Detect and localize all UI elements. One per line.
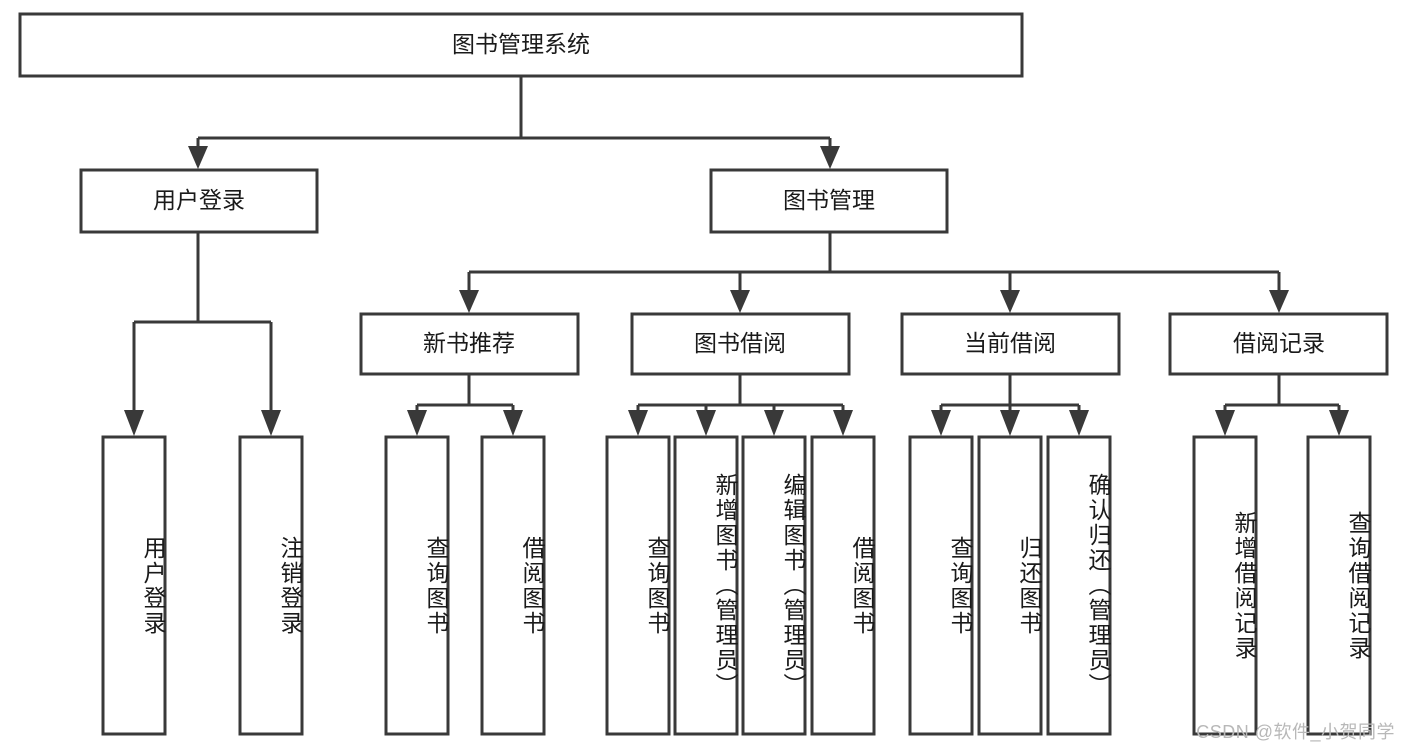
- arrow-head-leaf-bookborrow-1: [628, 410, 648, 436]
- arrow-head-current-borrow: [1000, 290, 1020, 313]
- node-box-layer: [18, 12, 1389, 736]
- arrow-head-leaf-borrowrecord-2: [1329, 410, 1349, 436]
- arrow-head-leaf-newbook-2: [503, 410, 523, 436]
- arrow-head-leaf-user-login-1: [124, 410, 144, 436]
- node-current-borrow-label: 当前借阅: [964, 330, 1056, 356]
- arrow-head-book-borrow: [730, 290, 750, 313]
- arrow-head-leaf-bookborrow-3: [764, 410, 784, 436]
- leaf-bookborrow-edit-book[interactable]: [741, 435, 807, 736]
- node-book-borrow-label: 图书借阅: [694, 330, 786, 356]
- leaf-newbook-query-book[interactable]: [384, 435, 450, 736]
- arrow-head-leaf-borrowrecord-1: [1215, 410, 1235, 436]
- arrow-head-leaf-currentborrow-3: [1069, 410, 1089, 436]
- csdn-watermark: CSDN @软件_小贺同学: [1196, 722, 1395, 742]
- leaf-borrowrecord-query-record[interactable]: [1306, 435, 1372, 736]
- node-user-login[interactable]: [79, 168, 319, 234]
- arrow-head-book-manage: [820, 146, 840, 169]
- node-root-system-label: 图书管理系统: [452, 31, 590, 57]
- arrow-head-leaf-user-login-2: [261, 410, 281, 436]
- node-borrow-record[interactable]: [1168, 312, 1389, 376]
- leaf-borrowrecord-add-record[interactable]: [1192, 435, 1258, 736]
- node-root-system[interactable]: [18, 12, 1024, 78]
- node-user-login-label: 用户登录: [153, 187, 245, 213]
- node-label-layer: 图书管理系统 用户登录 图书管理 新书推荐 图书借阅 当前借阅 借阅记录: [153, 31, 1325, 356]
- node-new-book-recommend-label: 新书推荐: [423, 330, 515, 356]
- leaf-user-login-logout[interactable]: [238, 435, 304, 736]
- leaf-newbook-borrow-book[interactable]: [480, 435, 546, 736]
- node-current-borrow[interactable]: [900, 312, 1121, 376]
- node-book-manage[interactable]: [709, 168, 949, 234]
- arrow-head-leaf-bookborrow-4: [833, 410, 853, 436]
- node-new-book-recommend[interactable]: [359, 312, 580, 376]
- arrow-head-new-book-recommend: [459, 290, 479, 313]
- arrow-head-leaf-currentborrow-1: [931, 410, 951, 436]
- leaf-bookborrow-borrow-book[interactable]: [810, 435, 876, 736]
- arrow-head-user-login: [188, 146, 208, 169]
- node-borrow-record-label: 借阅记录: [1233, 330, 1325, 356]
- connector-layer: [124, 76, 1349, 436]
- leaf-bookborrow-add-book[interactable]: [673, 435, 739, 736]
- leaf-currentborrow-return-book[interactable]: [977, 435, 1043, 736]
- node-book-borrow[interactable]: [630, 312, 851, 376]
- arrow-head-borrow-record: [1269, 290, 1289, 313]
- node-book-manage-label: 图书管理: [783, 187, 875, 213]
- leaf-user-login-login[interactable]: [101, 435, 167, 736]
- leaf-bookborrow-query-book[interactable]: [605, 435, 671, 736]
- leaf-currentborrow-query-book[interactable]: [908, 435, 974, 736]
- arrow-head-leaf-newbook-1: [407, 410, 427, 436]
- arrow-head-leaf-currentborrow-2: [1000, 410, 1020, 436]
- arrow-head-leaf-bookborrow-2: [696, 410, 716, 436]
- leaf-currentborrow-confirm-return[interactable]: [1046, 435, 1112, 736]
